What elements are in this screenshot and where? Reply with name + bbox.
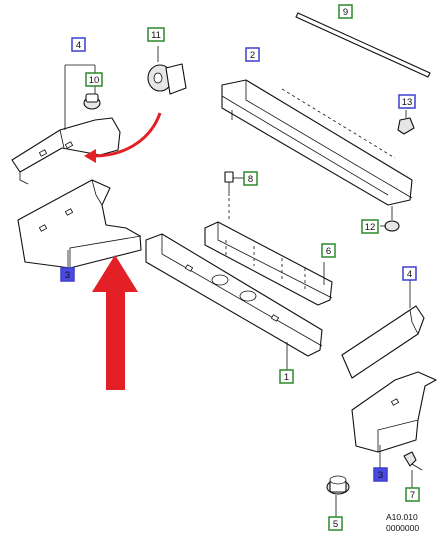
- svg-text:5: 5: [333, 519, 338, 530]
- svg-text:1: 1: [284, 372, 289, 383]
- part-8-bolt: [224, 171, 244, 220]
- callout-1: 1: [279, 369, 294, 384]
- svg-text:12: 12: [365, 222, 376, 233]
- part-4-lower-bracket: [341, 280, 425, 379]
- part-6-channel: [204, 221, 333, 306]
- part-3-right-bracket: [351, 371, 437, 468]
- callout-4-lower: 4: [402, 266, 417, 281]
- svg-text:6: 6: [326, 246, 331, 257]
- svg-text:4: 4: [76, 40, 81, 51]
- callout-8: 8: [243, 171, 258, 186]
- part-7-pin: [403, 451, 423, 488]
- svg-text:10: 10: [89, 75, 100, 86]
- callout-6: 6: [321, 243, 336, 258]
- svg-text:2: 2: [250, 50, 255, 61]
- callout-7: 7: [405, 487, 420, 502]
- svg-text:9: 9: [343, 7, 348, 18]
- reference-code-line1: A10.010: [386, 512, 418, 522]
- part-3-left-bracket: [17, 179, 142, 269]
- callout-3-left: 3: [60, 267, 75, 282]
- part-2-channel: [221, 79, 413, 206]
- svg-text:3: 3: [378, 470, 383, 481]
- part-5-grommet: [326, 475, 350, 518]
- callout-12: 12: [361, 219, 379, 234]
- part-4-upper-bracket: [11, 64, 121, 185]
- callout-2: 2: [245, 47, 260, 62]
- part-13-bolt: [397, 110, 415, 135]
- callout-10: 10: [85, 72, 103, 87]
- part-10-clip: [83, 93, 101, 110]
- callout-5: 5: [328, 516, 343, 531]
- part-12-nut: [380, 206, 400, 232]
- callout-13: 13: [398, 94, 416, 109]
- part-11-push-clip: [147, 46, 187, 95]
- callout-4-upper: 4: [71, 37, 86, 52]
- svg-text:13: 13: [402, 97, 413, 108]
- svg-text:3: 3: [65, 270, 70, 281]
- svg-text:7: 7: [410, 490, 415, 501]
- red-curved-arrow: [84, 112, 162, 163]
- part-1-channel: [145, 233, 323, 370]
- callout-11: 11: [147, 27, 165, 42]
- reference-code-line2: 0000000: [386, 523, 419, 533]
- part-9-strip: [295, 12, 431, 78]
- svg-text:4: 4: [407, 269, 412, 280]
- svg-text:11: 11: [151, 30, 161, 41]
- svg-text:8: 8: [248, 174, 253, 185]
- red-up-arrow: [92, 255, 138, 390]
- callout-9: 9: [338, 4, 353, 19]
- callout-3-right: 3: [373, 467, 388, 482]
